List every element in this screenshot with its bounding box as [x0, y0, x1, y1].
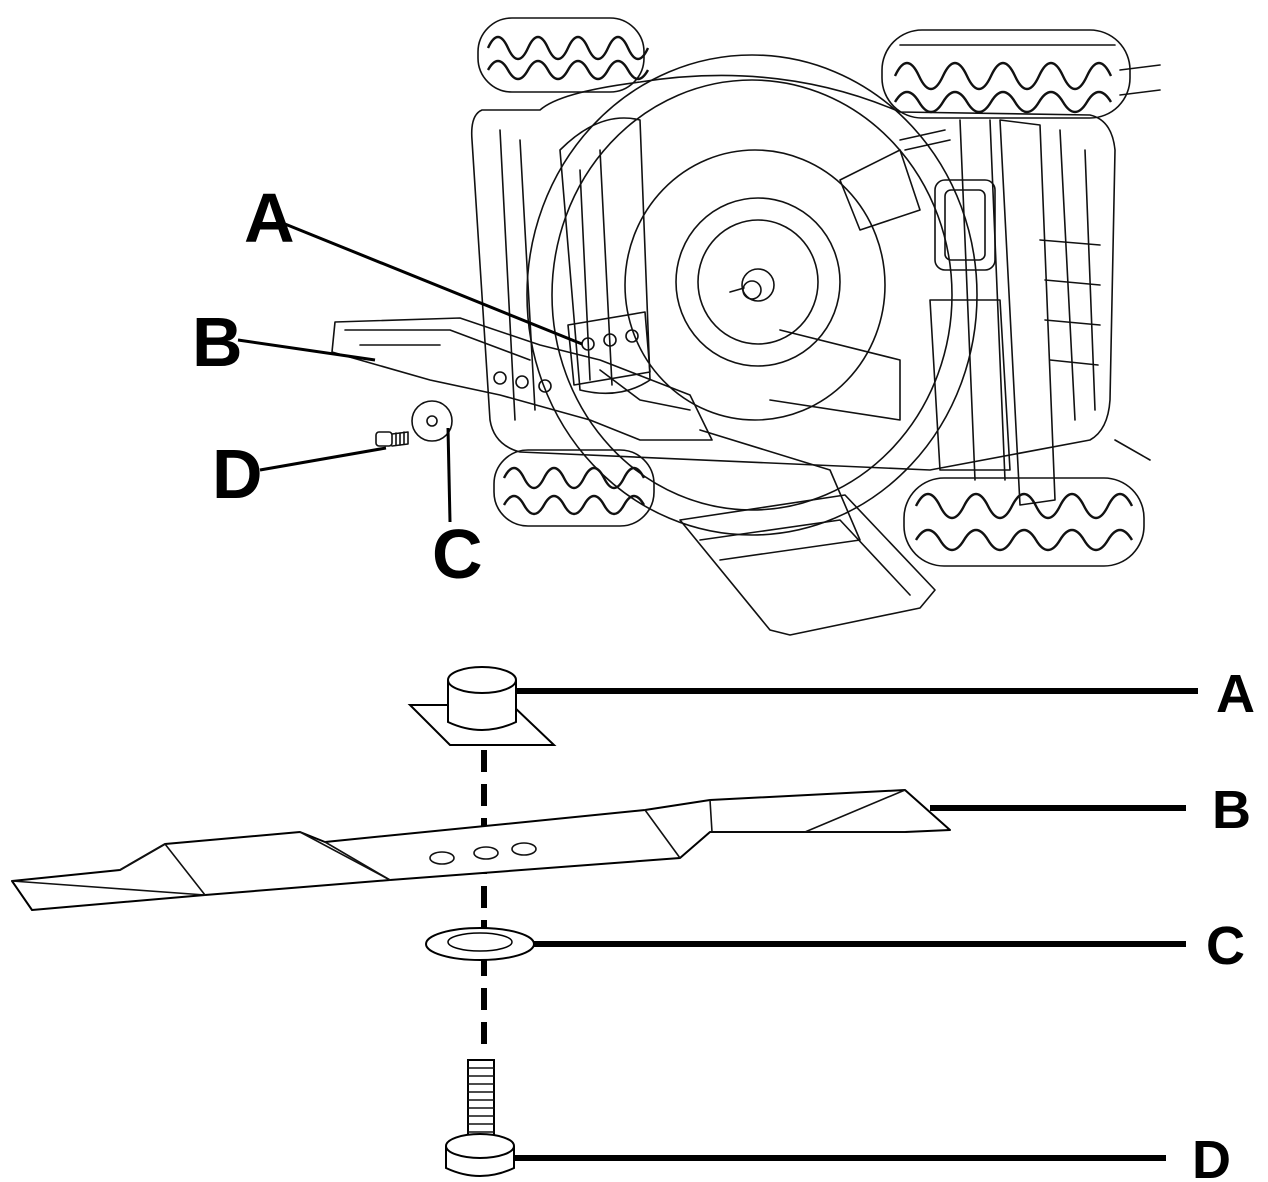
leader-line-b-top — [237, 338, 376, 362]
blade-part — [11, 789, 951, 911]
wheel-rear-left — [477, 17, 650, 93]
label-b-top: B — [192, 303, 243, 381]
mower-chassis — [470, 74, 1116, 471]
label-c-bottom: C — [1206, 916, 1245, 976]
drive-assembly — [899, 119, 1056, 506]
wheel-front-left — [493, 449, 655, 527]
leader-line-a-top — [279, 220, 583, 346]
label-d-top: D — [212, 435, 263, 513]
blade-adapter-part — [407, 666, 557, 746]
wheel-rear-right — [881, 29, 1131, 119]
washer-top — [411, 400, 453, 442]
bolt-top — [375, 431, 409, 447]
washer-part — [425, 927, 535, 961]
blade-top — [331, 317, 713, 441]
cutting-deck — [526, 54, 978, 561]
blade-adapter-top — [567, 311, 651, 386]
discharge-chute — [679, 494, 936, 636]
label-b-bottom: B — [1212, 780, 1251, 840]
leader-line-c-top — [446, 427, 452, 523]
exploded-assembly-schematic: A B C D — [11, 664, 1255, 1182]
spindle-shaft — [729, 268, 775, 302]
label-a-bottom: A — [1216, 664, 1255, 724]
mower-underside-illustration: A B C D — [192, 17, 1161, 636]
label-d-bottom: D — [1192, 1130, 1231, 1182]
label-a-top: A — [244, 179, 295, 257]
leader-line-d-top — [259, 446, 387, 472]
bolt-part — [445, 1059, 515, 1177]
wheel-front-right — [903, 477, 1145, 567]
label-c-top: C — [432, 515, 483, 593]
